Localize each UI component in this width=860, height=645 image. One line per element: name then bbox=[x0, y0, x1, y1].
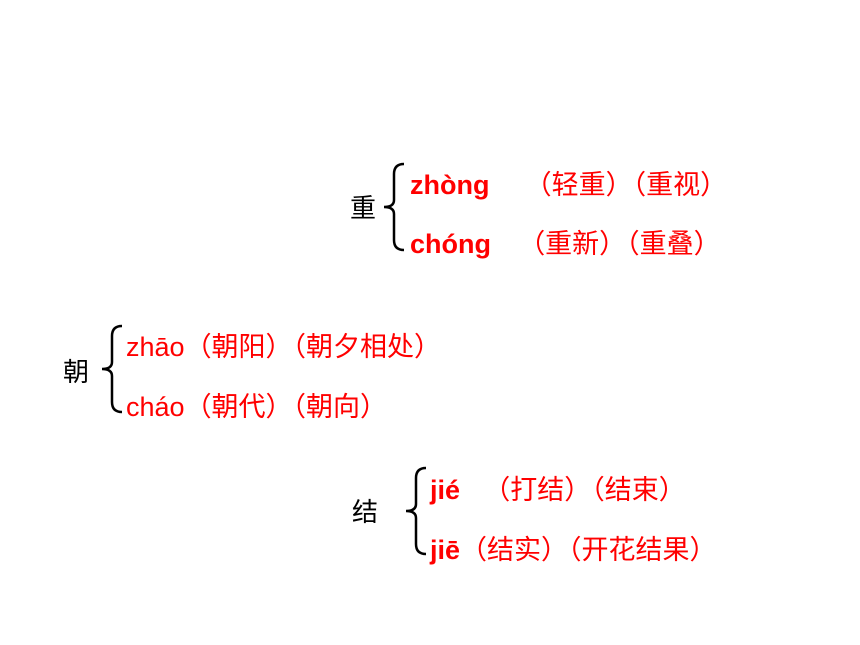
example-words: （重新）（重叠） bbox=[518, 229, 721, 260]
heteronym-character-zhao: 朝 bbox=[63, 358, 90, 388]
example-words: （朝代）（朝向） bbox=[184, 392, 388, 423]
pinyin-reading: jiē bbox=[430, 535, 461, 565]
heteronym-character-zhong: 重 bbox=[350, 194, 377, 224]
reading-line: jié （打结）（结束） bbox=[430, 468, 686, 507]
example-words: （打结）（结束） bbox=[483, 475, 686, 506]
reading-line: zhòng （轻重）（重视） bbox=[410, 163, 727, 202]
heteronym-character-jie: 结 bbox=[352, 498, 379, 528]
pinyin-reading: cháo bbox=[126, 392, 185, 422]
reading-line: zhāo（朝阳）（朝夕相处） bbox=[126, 325, 441, 364]
example-words: （结实）（开花结果） bbox=[460, 535, 717, 566]
reading-line: cháo（朝代）（朝向） bbox=[126, 385, 387, 424]
reading-line: chóng （重新）（重叠） bbox=[410, 222, 721, 261]
brace-icon bbox=[405, 466, 427, 556]
brace-icon bbox=[101, 324, 123, 414]
example-words: （朝阳）（朝夕相处） bbox=[184, 332, 442, 363]
example-words: （轻重）（重视） bbox=[524, 170, 728, 201]
pinyin-reading: zhāo bbox=[126, 332, 185, 362]
pinyin-reading: jié bbox=[430, 475, 461, 505]
reading-line: jiē（结实）（开花结果） bbox=[430, 528, 717, 567]
pinyin-reading: zhòng bbox=[410, 170, 490, 200]
brace-icon bbox=[383, 162, 405, 252]
pinyin-reading: chóng bbox=[410, 229, 491, 259]
